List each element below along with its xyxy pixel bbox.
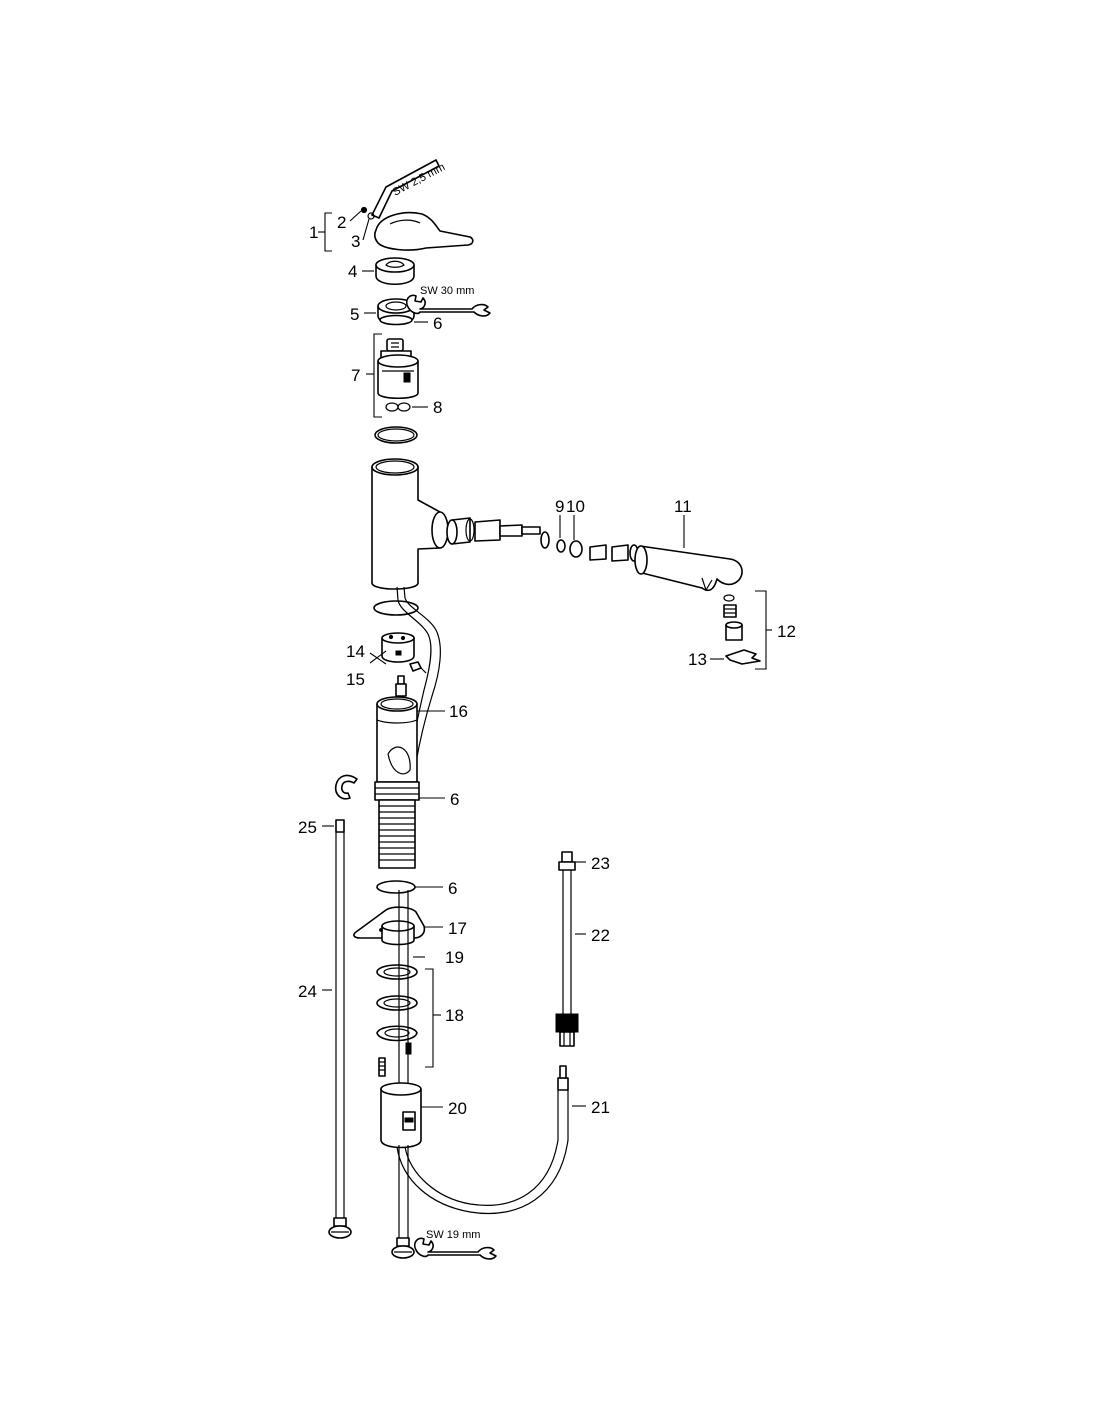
diverter-screw	[409, 661, 427, 674]
mixer-body	[371, 458, 449, 590]
cartridge	[377, 338, 419, 400]
spout-connector	[474, 519, 550, 549]
callout-11: 11	[674, 497, 692, 516]
wrench-30-label: SW 30 mm	[420, 285, 474, 297]
callout-23: 22	[591, 926, 610, 945]
callout-5: 5	[350, 305, 359, 324]
pull-out-spray	[634, 545, 743, 592]
spray-hose-lower	[396, 1090, 569, 1215]
bracket-19	[425, 968, 434, 1068]
hose-connector-22	[557, 1065, 569, 1091]
wrench-19-icon: SW 19 mm	[413, 1229, 497, 1260]
washer-set	[376, 964, 418, 1055]
callout-4: 4	[348, 262, 357, 281]
cover-cap	[375, 257, 415, 286]
callout-14: 14	[346, 642, 365, 661]
callout-19: 18	[445, 1006, 464, 1025]
supply-hose-right	[555, 851, 579, 1047]
callout-22: 21	[591, 1098, 610, 1117]
horseshoe-clip	[334, 774, 358, 800]
bracket-1	[324, 212, 332, 252]
callout-24: 23	[591, 854, 610, 873]
connection-pin	[395, 675, 407, 697]
large-o-ring	[374, 426, 418, 444]
callout-8: 8	[433, 398, 442, 417]
callout-13: 13	[688, 650, 707, 669]
shank-housing	[376, 696, 418, 783]
base-o-ring	[376, 880, 416, 894]
hose-couplings	[589, 544, 639, 562]
callout-1: 1	[309, 223, 318, 242]
callout-10: 10	[566, 497, 585, 516]
callout-21: 20	[448, 1099, 467, 1118]
grub-screw	[360, 206, 368, 214]
fixing-screw	[378, 1057, 386, 1077]
body-o-ring	[373, 600, 419, 616]
callout-15: 15	[346, 670, 365, 689]
callout-16: 16	[449, 702, 468, 721]
callout-18: 17	[448, 919, 467, 938]
mounting-plate	[353, 906, 426, 946]
hex-key-icon: SW 2,5 mm	[371, 159, 447, 219]
supply-connector-center	[391, 1145, 415, 1259]
callout-7: 7	[351, 366, 360, 385]
callout-17: 6	[448, 879, 457, 898]
o-ring-10	[569, 540, 583, 558]
threaded-shank	[374, 781, 420, 869]
wrench-icon: SW 30 mm	[405, 285, 491, 317]
callout-20: 19	[445, 948, 464, 967]
small-ring	[367, 212, 375, 220]
diverter-valve	[381, 632, 415, 663]
bracket-7	[373, 333, 382, 418]
threaded-rod	[398, 890, 409, 1085]
callout-6-top: 6	[433, 314, 442, 333]
callout-3: 3	[351, 232, 360, 251]
mounting-clip	[725, 649, 761, 665]
small-seal-9	[556, 539, 566, 553]
callout-2: 2	[337, 213, 346, 232]
callout-12: 12	[777, 622, 796, 641]
lever-handle	[373, 211, 474, 251]
aerator-set	[723, 594, 743, 641]
cartridge-seals	[385, 402, 411, 412]
wrench-19-label: SW 19 mm	[426, 1229, 480, 1241]
callout-26: 25	[298, 818, 317, 837]
callout-25: 24	[298, 982, 317, 1001]
bracket-12	[755, 590, 767, 670]
supply-hose-left	[328, 819, 352, 1239]
hose-weight	[380, 1082, 422, 1149]
spout-insert	[446, 517, 475, 545]
callout-9: 9	[555, 497, 564, 516]
callout-6-lower: 6	[450, 790, 459, 809]
